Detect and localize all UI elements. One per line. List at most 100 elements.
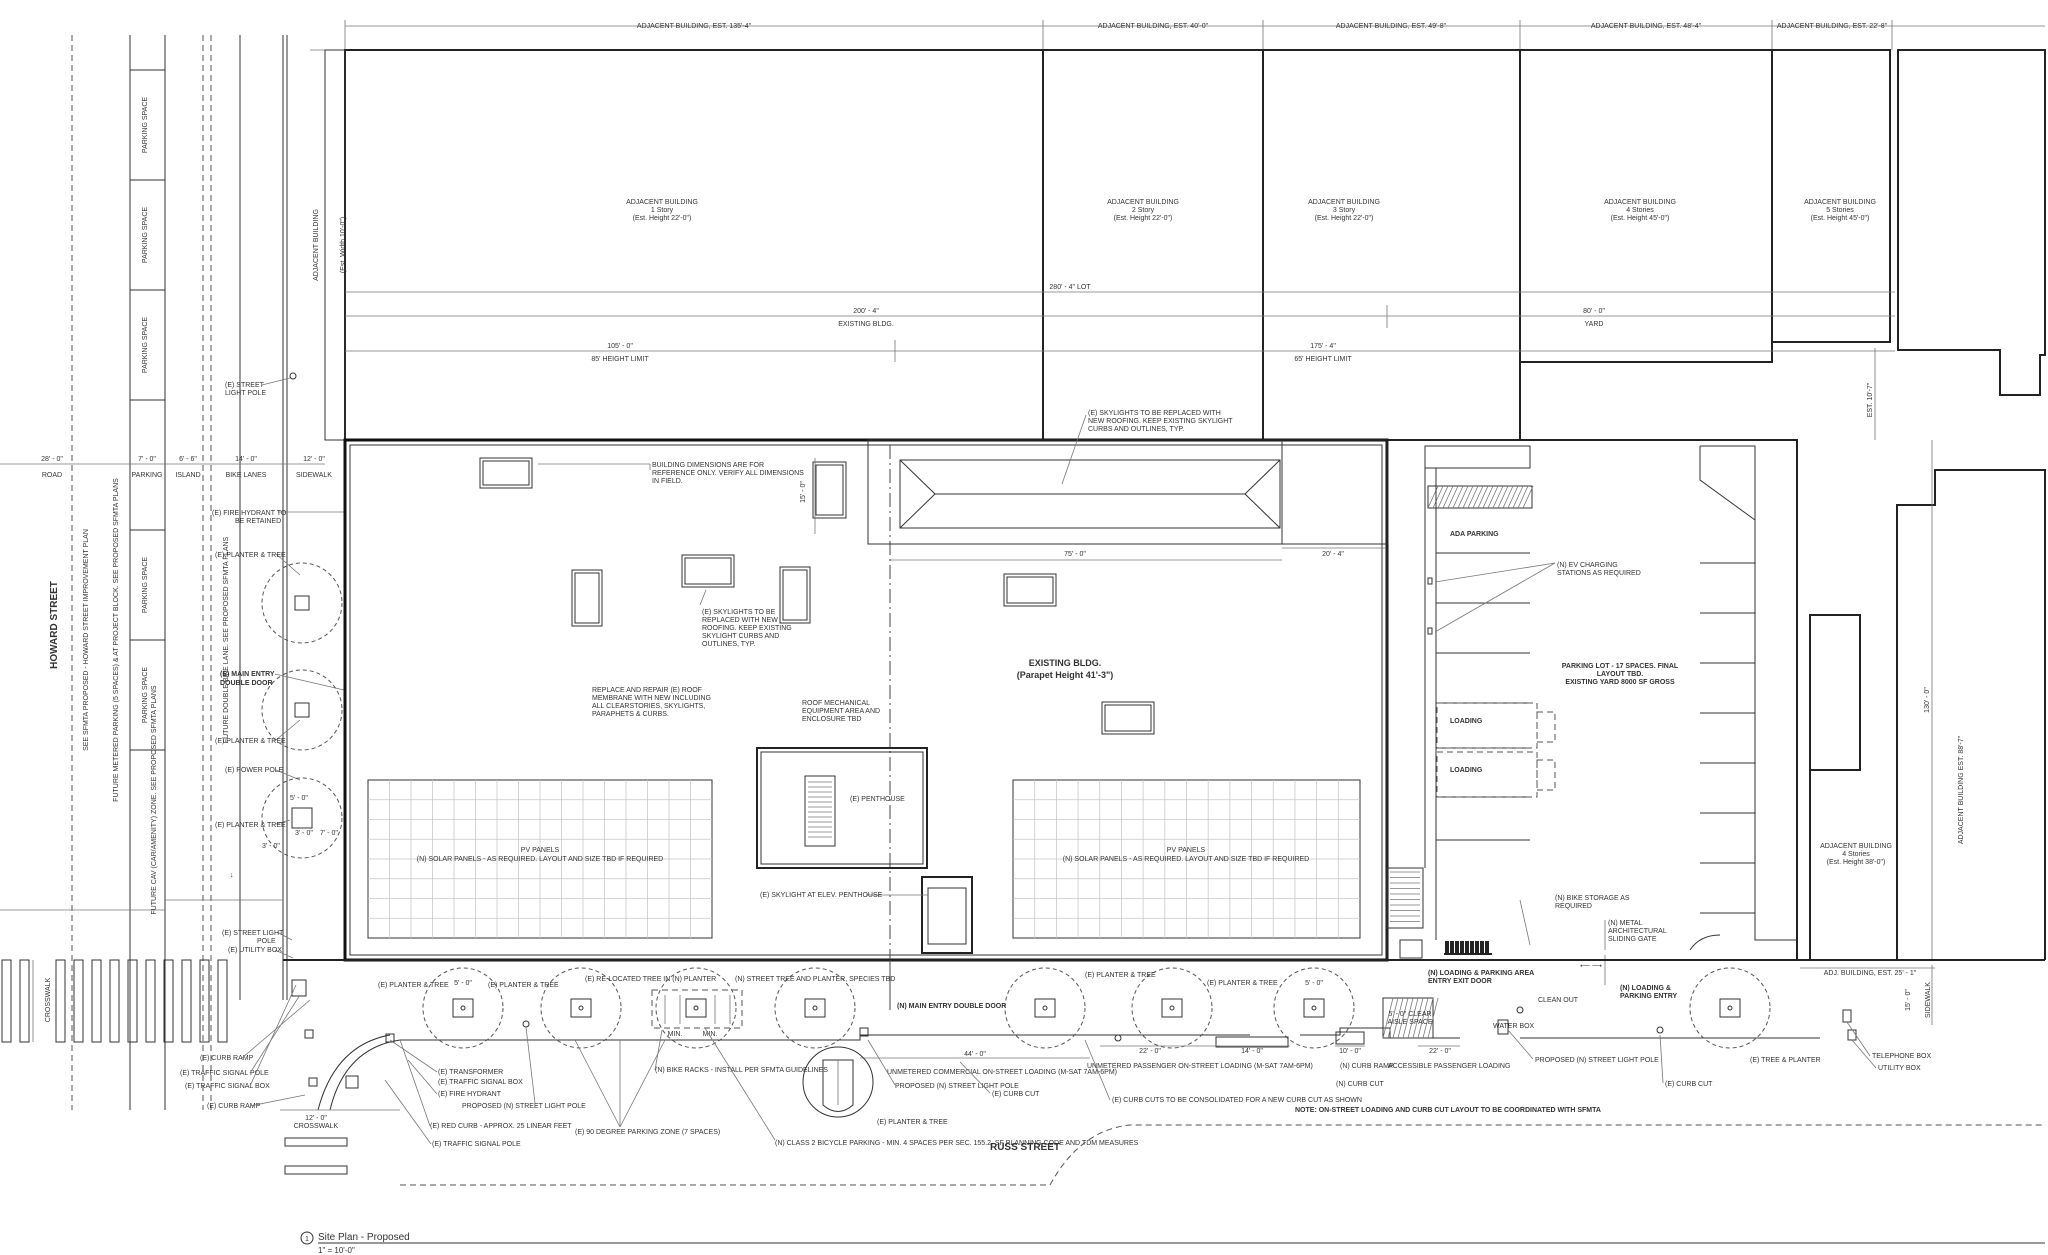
tree-dim-5b: 5' - 0"	[1305, 980, 1323, 987]
adj-building-1-stories: 1 Story	[651, 207, 674, 214]
hatch-line	[1392, 997, 1404, 1039]
lot-dimensions: 280' - 4" LOT 200' - 4" EXISTING BLDG. 8…	[345, 284, 1895, 440]
adj-building-1-name: ADJACENT BUILDING	[626, 199, 698, 206]
section-dim: 28' - 0"	[41, 456, 63, 463]
bldg-dims-note: REFERENCE ONLY. VERIFY ALL DIMENSIONS	[652, 470, 804, 477]
hatch-line	[1412, 997, 1424, 1039]
roof-repair-note: PARAPHETS & CURBS.	[592, 711, 669, 718]
dim-130: 130' - 0"	[1924, 687, 1931, 713]
callout-ada-loading: ACCESSIBLE PASSENGER LOADING	[1388, 1063, 1510, 1070]
callout-planter-tree: (E) PLANTER & TREE	[215, 738, 286, 745]
hatch-line	[1382, 997, 1394, 1039]
callout-traffic-pole: (E) TRAFFIC SIGNAL POLE	[180, 1070, 269, 1077]
right-adj-name: ADJACENT BUILDING	[1820, 843, 1892, 850]
ada-clear: AISLE SPACE	[1387, 1019, 1432, 1026]
tree-canopy	[540, 967, 622, 1049]
bike-rack-bar	[1475, 941, 1479, 955]
top-dim-label: ADJACENT BUILDING, EST. 49'-8"	[1336, 23, 1447, 30]
callout-bike-racks: (N) BIKE RACKS - INSTALL PER SFMTA GUIDE…	[655, 1067, 828, 1074]
yard-stair	[1390, 871, 1420, 922]
height-limit-2: 65' HEIGHT LIMIT	[1294, 356, 1352, 363]
callout-curb-cut-2: (E) CURB CUT	[1665, 1081, 1713, 1088]
bike-rack-bar	[1465, 941, 1469, 955]
bike-storage-note: REQUIRED	[1555, 903, 1592, 910]
callout-utility-box-2: UTILITY BOX	[1878, 1065, 1921, 1072]
left-adj-name: ADJACENT BUILDING	[313, 209, 320, 281]
callout-street-light-5: PROPOSED (N) STREET LIGHT POLE	[1535, 1057, 1659, 1064]
callout-planter-tree-b1: (E) PLANTER & TREE	[378, 982, 449, 989]
bottom-callouts: (E) CURB RAMP (E) TRAFFIC SIGNAL POLE (E…	[180, 960, 1931, 1148]
tree-trunk	[812, 1005, 818, 1011]
tree-trunk	[1169, 1005, 1175, 1011]
loading-label: LOADING	[1450, 718, 1483, 725]
parking-space-label: PARKING SPACE	[142, 667, 149, 723]
loading-entry-note: PARKING ENTRY	[1620, 993, 1678, 1000]
hatch-line	[1487, 485, 1499, 509]
view-number: 1	[305, 1236, 309, 1243]
hatch-line	[1467, 485, 1479, 509]
bike-rack-bar	[1460, 941, 1464, 955]
tree-planter	[1719, 998, 1741, 1018]
title-block: 1 Site Plan - Proposed 1" = 10'-0"	[300, 1231, 2045, 1255]
penthouse-label: (E) PENTHOUSE	[850, 796, 905, 803]
parking-space-label: PARKING SPACE	[142, 317, 149, 373]
hatch-line	[1407, 997, 1419, 1039]
curb-dim-14: 14' - 0"	[1241, 1048, 1263, 1055]
metal-gate-note: (N) METAL	[1608, 920, 1643, 927]
adj-building-2-stories: 2 Story	[1132, 207, 1155, 214]
existing-building: 15' - 0" 75' - 0" 20' - 4" (E) PENTHOUSE…	[343, 438, 1389, 1010]
tree-dim-5: 5' - 0"	[454, 980, 472, 987]
callout-street-light-4: PROPOSED (N) STREET LIGHT POLE	[895, 1083, 1019, 1090]
tree-planter	[1034, 998, 1056, 1018]
callout-90-parking: (E) 90 DEGREE PARKING ZONE (7 SPACES)	[575, 1129, 720, 1136]
left-callouts: (E) STREET LIGHT POLE (E) FIRE HYDRANT T…	[212, 372, 345, 959]
ada-clear: 5' - 0" CLEAR	[1388, 1011, 1431, 1018]
hatch-line	[1387, 997, 1399, 1039]
bldg-dims-note: BUILDING DIMENSIONS ARE FOR	[652, 462, 764, 469]
hatch-line	[1447, 485, 1459, 509]
tree-trunk	[578, 1005, 584, 1011]
tree-canopy	[1131, 967, 1213, 1049]
callout-curb-cut: (E) CURB CUT	[992, 1091, 1040, 1098]
callout-street-light: LIGHT POLE	[225, 390, 266, 397]
hatch-line	[1472, 485, 1484, 509]
yard-len-dim: 80' - 0"	[1583, 308, 1605, 315]
adj-building-5-stories: 5 Stories	[1826, 207, 1854, 214]
callout-water-box: WATER BOX	[1493, 1023, 1535, 1030]
section-dim: 6' - 6"	[179, 456, 197, 463]
skylights-mid-note: REPLACED WITH NEW	[702, 617, 778, 624]
callout-fire-hydrant-2: (E) FIRE HYDRANT	[438, 1091, 502, 1098]
section-label-island: ISLAND	[175, 472, 200, 479]
tree-planter	[452, 998, 474, 1018]
gate-arrows: ⟵ ⟶	[1580, 963, 1602, 970]
bike-rack-bar	[1485, 941, 1489, 955]
sfmta-note: SEE SFMTA PROPOSED - HOWARD STREET IMPRO…	[83, 529, 90, 751]
callout-traffic-box-2: (E) TRAFFIC SIGNAL BOX	[438, 1079, 523, 1086]
callout-unmetered-passenger: UNMETERED PASSENGER ON-STREET LOADING (M…	[1087, 1063, 1313, 1070]
callout-transformer: (E) TRANSFORMER	[438, 1069, 503, 1076]
section-label-parking: PARKING	[132, 472, 163, 479]
bldg-len-label: EXISTING BLDG.	[838, 321, 894, 328]
adj-building-5-height: (Est. Height 45'-0")	[1811, 215, 1870, 222]
tree-planter	[685, 998, 707, 1018]
tree-trunk	[1311, 1005, 1317, 1011]
ev-charging-note: STATIONS AS REQUIRED	[1557, 570, 1641, 577]
dim-15-sidewalk: 15' - 0"	[1905, 989, 1912, 1011]
skylights-top-note: (E) SKYLIGHTS TO BE REPLACED WITH	[1088, 410, 1221, 417]
russ-street-area: CROSSWALK 12' - 0" RUSS STREET	[280, 959, 2045, 1186]
building-parapet: (Parapet Height 41'-3")	[1017, 670, 1113, 680]
adj-building-5-name: ADJACENT BUILDING	[1804, 199, 1876, 206]
hatch-line	[1452, 485, 1464, 509]
tree-trunk	[1042, 1005, 1048, 1011]
adj-building-2-name: ADJACENT BUILDING	[1107, 199, 1179, 206]
ada-hatch	[1427, 485, 1534, 509]
right-adj-dims: ADJ. BUILDING, EST. 25' - 1"	[1824, 970, 1917, 977]
callout-street-light-3: PROPOSED (N) STREET LIGHT POLE	[462, 1103, 586, 1110]
callout-tree-planter: (E) TREE & PLANTER	[1750, 1057, 1821, 1064]
callout-curb-cuts: (E) CURB CUTS TO BE CONSOLIDATED FOR A N…	[1112, 1097, 1362, 1104]
crosswalk-label-bottom: CROSSWALK	[294, 1123, 339, 1130]
hatch-line	[1507, 485, 1519, 509]
parking-space-label: PARKING SPACE	[142, 207, 149, 263]
tree-planter	[804, 998, 826, 1018]
bike-min: MIN.	[668, 1031, 683, 1038]
